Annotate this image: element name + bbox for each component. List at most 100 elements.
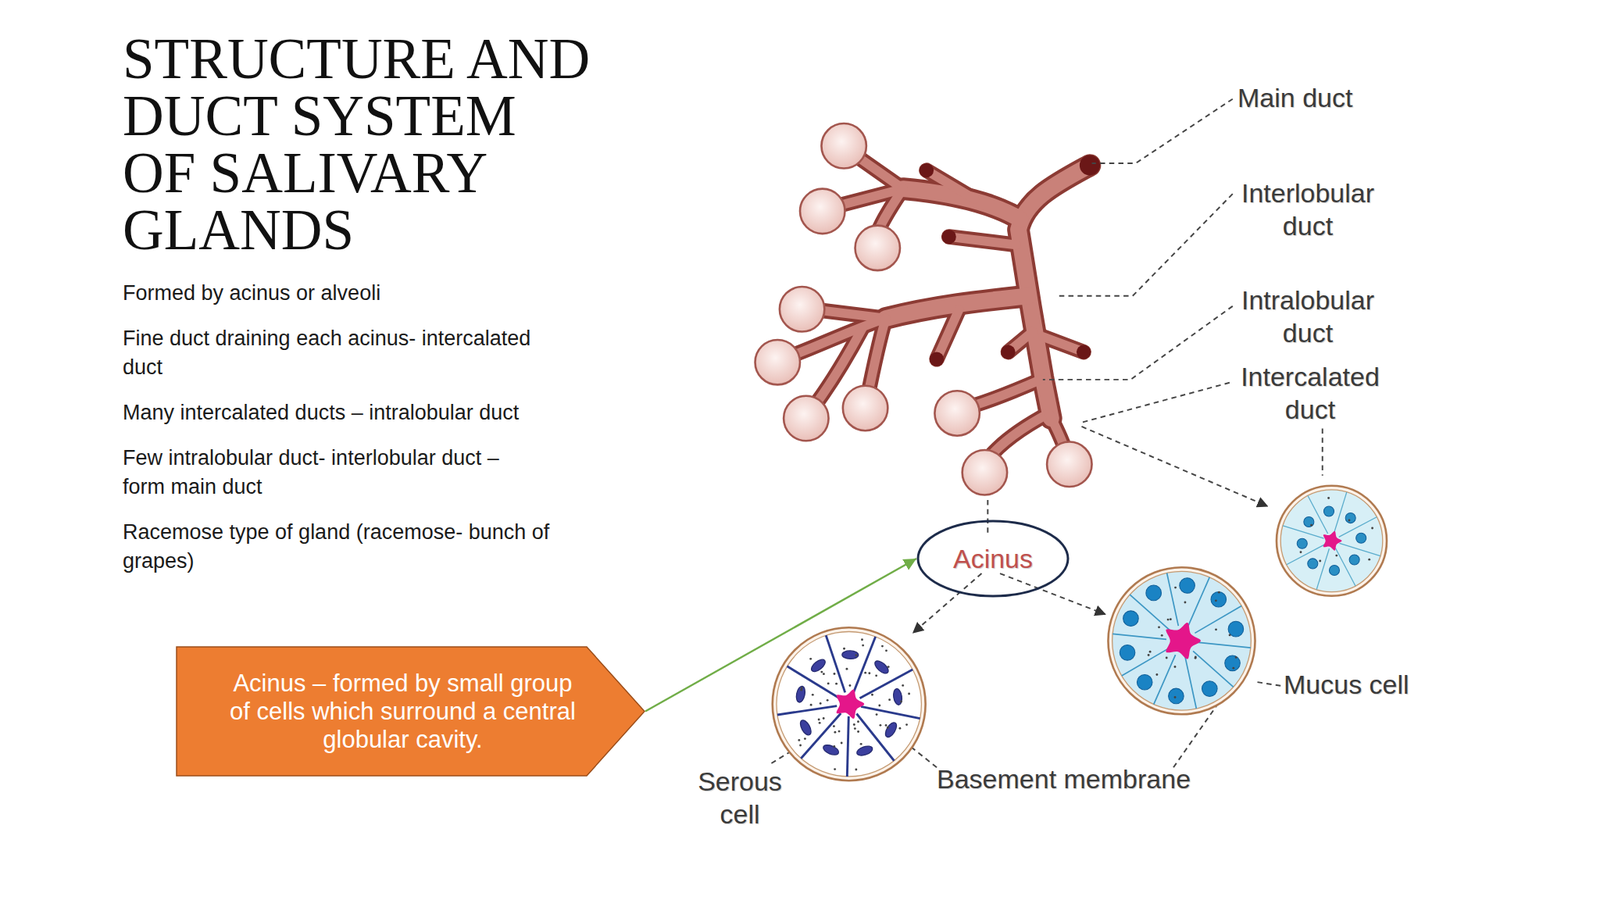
secretory-granule — [1184, 601, 1187, 604]
node-text-wrap: Acinus – formed by small group of cells … — [175, 669, 646, 754]
cell-nucleus — [1136, 674, 1153, 690]
acinus-bulb — [779, 286, 825, 332]
secretory-granule — [1155, 673, 1158, 676]
secretory-granule — [817, 718, 821, 722]
acinus-bulb — [962, 450, 1008, 495]
secretory-granule — [861, 644, 865, 647]
acinus-ellipse: Acinus — [916, 519, 1070, 598]
part-label: Main duct — [1237, 81, 1353, 115]
acinus-lumen — [1323, 531, 1343, 551]
cell-wall — [1334, 492, 1347, 533]
serous-acinus — [772, 627, 926, 781]
cell-nucleus — [1210, 591, 1227, 608]
acinus-bulb — [783, 396, 829, 441]
duct-cut-end — [1076, 344, 1091, 359]
secretory-granule — [840, 742, 843, 745]
node-text: Acinus — [916, 542, 1070, 575]
secretory-granule — [800, 689, 803, 692]
secretory-granule — [822, 672, 825, 675]
secretory-granule — [1174, 665, 1177, 668]
secretory-granule — [853, 727, 857, 730]
secretory-granule — [797, 739, 800, 742]
secretory-granule — [1310, 524, 1313, 527]
secretory-granule — [832, 725, 836, 728]
acinus-bulb — [934, 390, 979, 436]
secretory-granule — [1327, 496, 1330, 500]
secretory-granule — [1228, 633, 1232, 636]
secretory-granule — [867, 671, 871, 675]
cell-nucleus — [809, 657, 828, 674]
secretory-granule — [875, 713, 879, 716]
secretory-granule — [819, 702, 822, 705]
duct-tree — [787, 155, 1090, 460]
secretory-granule — [1318, 560, 1322, 563]
secretory-granule — [1174, 696, 1177, 699]
cell-nucleus — [1225, 655, 1241, 672]
leader-line — [1092, 99, 1233, 164]
secretory-granule — [842, 647, 846, 650]
cell-nucleus — [1202, 681, 1218, 697]
cell-wall — [1187, 577, 1210, 627]
cell-wall — [777, 706, 837, 715]
secretory-granule — [846, 667, 849, 671]
secretory-granule — [1167, 618, 1170, 622]
leader-line — [1042, 306, 1233, 380]
secretory-granule — [875, 674, 878, 677]
secretory-granule — [833, 672, 836, 675]
secretory-granule — [1147, 653, 1150, 657]
cell-nucleus — [1345, 513, 1356, 524]
secretory-granule — [1194, 655, 1197, 658]
bullet-text: Racemose type of gland (racemose- bunch … — [122, 517, 584, 576]
secretory-granule — [900, 700, 903, 704]
acinus-lumen — [1165, 622, 1201, 660]
secretory-granule — [822, 717, 825, 720]
cell-nucleus — [1296, 538, 1308, 549]
cell-nucleus — [1179, 578, 1196, 594]
secretory-granule — [803, 737, 807, 740]
leader-line — [1056, 193, 1233, 297]
secretory-granule — [826, 699, 829, 702]
acinus-bulb — [755, 339, 800, 385]
secretory-granule — [1214, 628, 1218, 631]
cell-nucleus — [1307, 558, 1318, 569]
mucous-acinus — [1107, 567, 1255, 715]
basement-membrane — [772, 627, 926, 781]
node-text-wrap: Acinus — [916, 542, 1070, 575]
secretory-granule — [878, 724, 882, 727]
secretory-granule — [1235, 656, 1238, 659]
duct-path — [926, 170, 975, 200]
part-label: Interlobular duct — [1229, 176, 1386, 243]
cell-nucleus — [1146, 585, 1162, 601]
acini-bulbs — [755, 123, 1093, 495]
leader-line — [1321, 428, 1324, 476]
cell-wall — [1282, 525, 1324, 539]
secretory-granule — [1217, 591, 1221, 594]
secretory-granule — [832, 745, 836, 748]
part-label: Mucus cell — [1283, 667, 1410, 701]
cell-wall — [1339, 542, 1380, 556]
cell-wall — [846, 716, 849, 777]
cell-nucleus — [1123, 610, 1140, 627]
secretory-granule — [887, 665, 890, 668]
part-label: Intralobular duct — [1229, 283, 1386, 350]
cell-nucleus — [1356, 532, 1367, 543]
duct-fill — [787, 155, 1084, 460]
acinus-bulb — [1046, 442, 1092, 487]
secretory-granule — [871, 693, 874, 697]
secretory-granule — [800, 686, 804, 690]
secretory-granule — [860, 638, 864, 641]
cell-nucleus — [798, 718, 814, 737]
duct-path — [987, 413, 1049, 460]
secretory-granule — [835, 682, 838, 686]
leader-line — [986, 500, 989, 537]
intercalated-duct-section — [1276, 485, 1387, 597]
cell-nucleus — [1323, 506, 1334, 517]
secretory-granule — [820, 671, 823, 674]
acinus-bulb — [821, 123, 866, 168]
secretory-granule — [886, 726, 890, 729]
node-text: Acinus – formed by small group of cells … — [222, 669, 583, 754]
secretory-granule — [1174, 586, 1177, 590]
acinus-lumen — [836, 689, 865, 719]
part-label: Serous cell — [677, 764, 803, 831]
